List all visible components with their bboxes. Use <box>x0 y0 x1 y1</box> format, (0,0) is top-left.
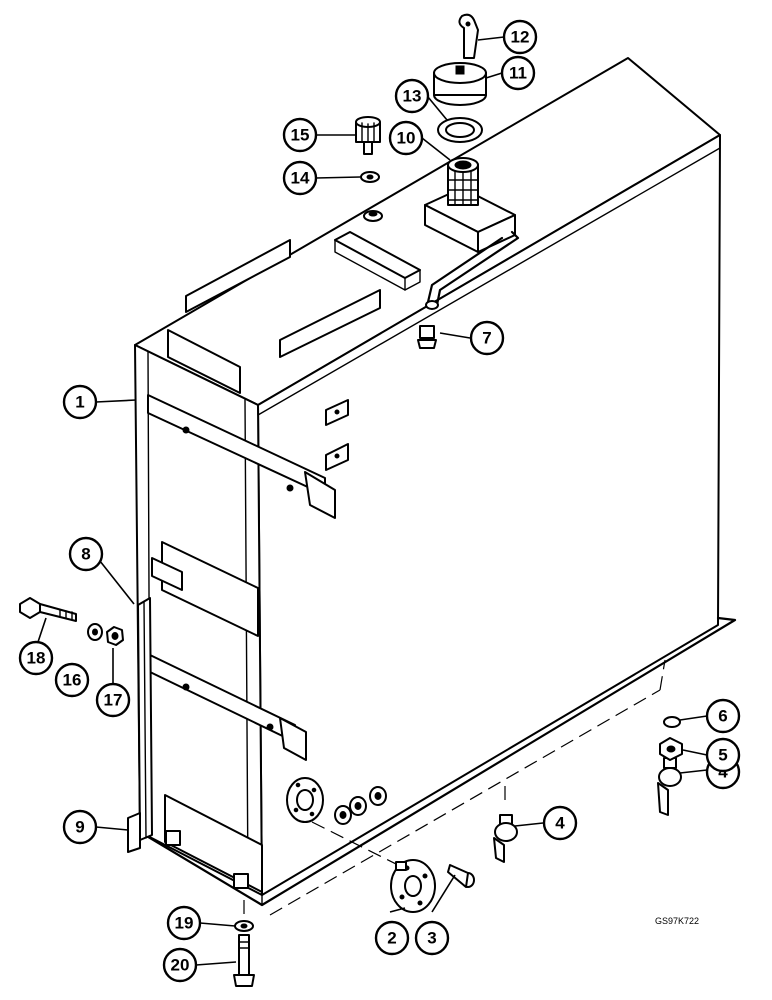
drain-plug <box>417 325 437 349</box>
callout-12: 12 <box>502 19 538 55</box>
adapter <box>659 737 683 761</box>
bolt <box>19 597 77 622</box>
svg-text:18: 18 <box>27 649 46 668</box>
breather-washer <box>360 171 380 183</box>
svg-text:19: 19 <box>175 914 194 933</box>
port-flange <box>390 859 436 913</box>
sight-plate <box>151 541 259 637</box>
svg-text:15: 15 <box>291 126 310 145</box>
top-plates <box>167 231 421 394</box>
svg-text:2: 2 <box>387 929 396 948</box>
side-ports <box>334 786 387 825</box>
svg-text:12: 12 <box>511 28 530 47</box>
callout-16: 16 <box>54 662 90 698</box>
svg-text:16: 16 <box>63 671 82 690</box>
vertical-brace <box>137 597 153 841</box>
callout-10: 10 <box>388 120 424 156</box>
cap-seal <box>437 117 483 143</box>
filler-cap <box>433 62 487 106</box>
callout-15: 15 <box>282 117 318 153</box>
mount-washer <box>234 920 254 932</box>
callout-1: 1 <box>62 384 98 420</box>
callout-4-left: 4 <box>542 805 578 841</box>
svg-text:17: 17 <box>104 691 123 710</box>
callout-14: 14 <box>282 160 318 196</box>
svg-text:9: 9 <box>75 818 84 837</box>
o-ring <box>663 716 681 728</box>
callout-17: 17 <box>95 682 131 718</box>
nut <box>106 626 124 646</box>
hydraulic-tank <box>134 57 737 907</box>
svg-text:1: 1 <box>75 393 84 412</box>
callout-9: 9 <box>62 809 98 845</box>
callout-6: 6 <box>705 698 741 734</box>
top-boss <box>363 210 383 222</box>
callout-7: 7 <box>469 320 505 356</box>
callout-3: 3 <box>414 920 450 956</box>
svg-text:5: 5 <box>718 746 727 765</box>
callout-20: 20 <box>162 947 198 983</box>
leader-lines <box>37 36 708 966</box>
svg-text:4: 4 <box>555 814 565 833</box>
upper-bracket <box>147 394 336 519</box>
svg-text:13: 13 <box>403 87 422 106</box>
callout-5: 5 <box>705 737 741 773</box>
callout-19: 19 <box>166 905 202 941</box>
tank-bottom-lip <box>138 616 737 907</box>
washer <box>87 623 103 641</box>
drain-cock-right <box>657 757 682 816</box>
base-block <box>164 794 263 893</box>
svg-text:20: 20 <box>171 956 190 975</box>
drawing-code: GS97K722 <box>655 916 699 926</box>
drain-cock-left <box>493 814 518 863</box>
callout-2: 2 <box>374 920 410 956</box>
svg-text:8: 8 <box>81 545 90 564</box>
mount-bolt <box>233 934 255 987</box>
callout-11: 11 <box>500 55 536 91</box>
mounting-foot <box>127 812 141 853</box>
callout-8: 8 <box>68 536 104 572</box>
breather <box>355 116 381 155</box>
svg-text:11: 11 <box>509 64 527 83</box>
svg-text:7: 7 <box>482 329 491 348</box>
callout-13: 13 <box>394 78 430 114</box>
port-flange-boss <box>286 777 324 823</box>
svg-text:3: 3 <box>427 929 436 948</box>
cap-key <box>458 13 479 59</box>
callout-18: 18 <box>18 640 54 676</box>
filler-strainer <box>447 157 479 206</box>
flange-screw <box>447 864 475 888</box>
svg-text:6: 6 <box>718 707 727 726</box>
svg-text:10: 10 <box>397 129 416 148</box>
svg-text:14: 14 <box>291 169 310 188</box>
side-clips <box>325 399 349 471</box>
